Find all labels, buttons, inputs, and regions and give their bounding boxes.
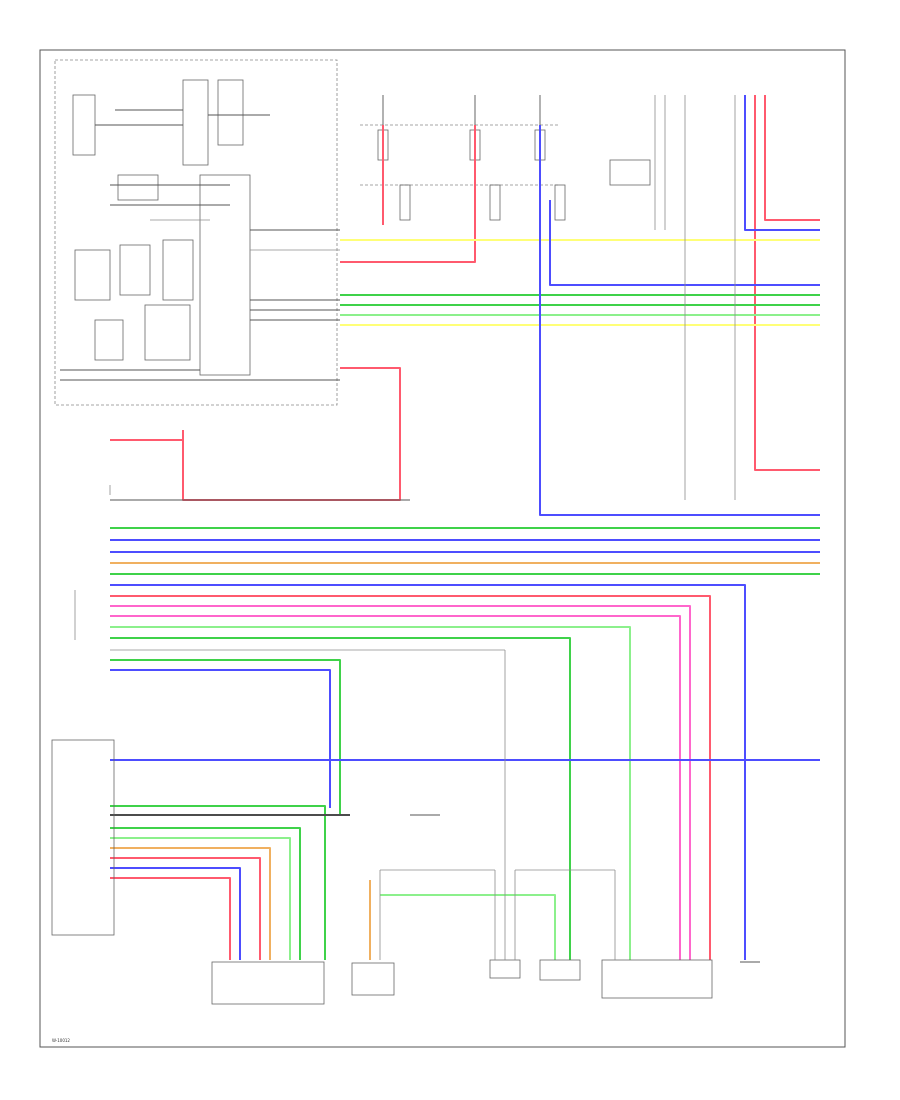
bottom-connector-1 (211, 961, 325, 1005)
wire-red-4 (764, 95, 820, 221)
gray-circuit-lower (74, 95, 736, 960)
wire-network (110, 95, 820, 960)
fuse-box-top (360, 95, 666, 230)
wire-blue-25 (110, 669, 331, 808)
wire-blue-10 (539, 125, 820, 516)
wire-green-30 (110, 827, 301, 960)
wire-blue-18 (110, 584, 746, 960)
bottom-connector-4 (539, 959, 581, 981)
diagram-frame (39, 49, 846, 1048)
wire-green-23 (110, 637, 571, 960)
bottom-connector-5 (601, 959, 713, 999)
wire-blue-11 (549, 200, 820, 286)
wire-red-19 (110, 595, 711, 960)
wire-pink-20 (110, 605, 691, 960)
ecm-dashed-box (54, 59, 338, 406)
wire-red-35 (110, 877, 231, 960)
wire-blue-12 (744, 95, 820, 231)
footer-id: W-10012 (52, 1038, 70, 1043)
wire-blue-34 (110, 867, 241, 960)
wire-red-1 (182, 367, 401, 501)
wire-light_green-36 (380, 894, 556, 960)
wire-green-28 (110, 805, 326, 960)
left-module-box (51, 739, 115, 936)
wire-red-2 (340, 125, 476, 263)
wire-red-33 (110, 857, 261, 960)
wire-light_green-22 (110, 626, 631, 960)
bottom-connector-3 (489, 959, 521, 979)
wire-pink-21 (110, 615, 681, 960)
wire-red-3 (754, 95, 820, 471)
wire-green-24 (110, 659, 341, 816)
ecm-internal-circuit (60, 79, 340, 381)
wire-light_green-31 (110, 837, 291, 960)
wire-orange-32 (110, 847, 271, 960)
bottom-connector-2 (351, 962, 395, 996)
